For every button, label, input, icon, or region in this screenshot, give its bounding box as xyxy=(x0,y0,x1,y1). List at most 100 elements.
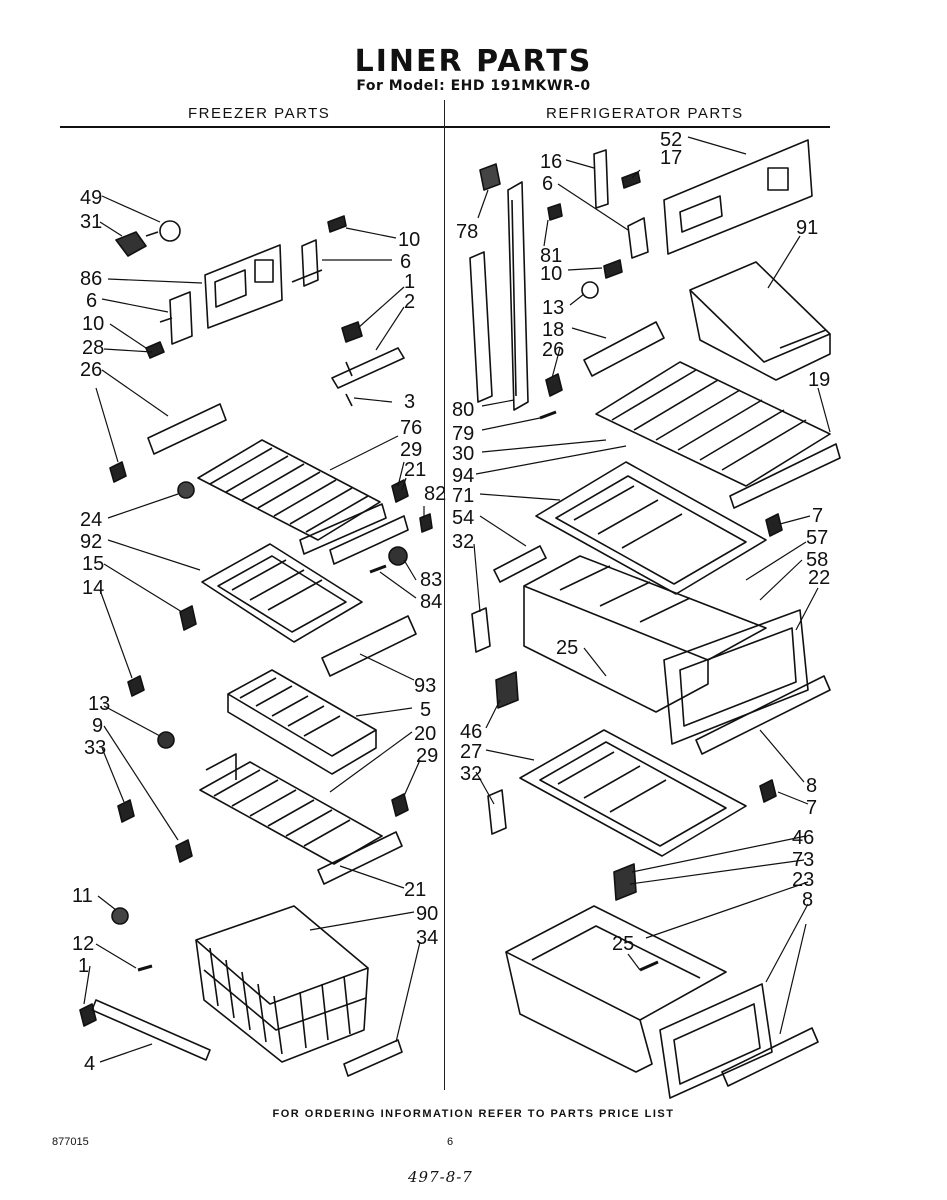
callout: 3 xyxy=(404,391,415,413)
rail-part xyxy=(695,675,831,755)
callout: 14 xyxy=(82,577,104,599)
callout: 32 xyxy=(460,763,482,785)
callout: 26 xyxy=(542,339,564,361)
callout: 18 xyxy=(542,319,564,341)
cap-part xyxy=(479,163,501,191)
cap-part xyxy=(127,675,145,697)
stop-part xyxy=(329,479,433,565)
wire-shelf-part xyxy=(595,361,841,509)
pin-part xyxy=(369,546,408,574)
callout: 11 xyxy=(72,885,93,907)
callout: 29 xyxy=(400,439,422,461)
shelf-channel-part xyxy=(321,615,417,677)
wire-shelf-part xyxy=(199,753,403,885)
stop-part xyxy=(759,513,783,803)
callout: 6 xyxy=(542,173,553,195)
column-divider xyxy=(444,100,445,1090)
ice-tray-part xyxy=(227,669,377,775)
callout: 6 xyxy=(86,290,97,312)
model-subtitle: For Model: EHD 191MKWR-0 xyxy=(356,78,591,94)
callout: 58 xyxy=(806,549,828,571)
callout: 92 xyxy=(80,531,102,553)
fastener-part xyxy=(117,731,193,863)
callout: 54 xyxy=(452,507,474,529)
callout: 81 xyxy=(540,245,562,267)
callout: 8 xyxy=(806,775,817,797)
callout: 73 xyxy=(792,849,814,871)
callout: 2 xyxy=(404,291,415,313)
callout: 91 xyxy=(796,217,818,239)
bracket-part xyxy=(159,291,193,345)
callout: 17 xyxy=(660,147,682,169)
crisper-drawer-part xyxy=(523,555,767,713)
callout: 33 xyxy=(84,737,106,759)
callout: 32 xyxy=(452,531,474,553)
callout: 34 xyxy=(416,927,438,949)
callout: 10 xyxy=(540,263,562,285)
callout: 78 xyxy=(456,221,478,243)
callout: 79 xyxy=(452,423,474,445)
callout: 12 xyxy=(72,933,94,955)
callout: 30 xyxy=(452,443,474,465)
rail-part xyxy=(91,999,211,1061)
callout: 16 xyxy=(540,151,562,173)
callout: 7 xyxy=(806,797,817,819)
callout-labels: 49 31 86 6 10 10 6 1 2 28 26 3 76 29 21 … xyxy=(72,129,830,1075)
callout: 52 xyxy=(660,129,682,151)
callout: 26 xyxy=(80,359,102,381)
clip-part xyxy=(179,605,197,631)
page-title: LINER PARTS xyxy=(354,44,593,79)
shelf-channel-part xyxy=(493,545,547,583)
callout: 19 xyxy=(808,369,830,391)
callout: 76 xyxy=(400,417,422,439)
hinge-part xyxy=(495,671,637,901)
callout: 27 xyxy=(460,741,482,763)
callout: 46 xyxy=(460,721,482,743)
document-number: 877015 xyxy=(52,1136,89,1148)
callout: 83 xyxy=(420,569,442,591)
drawer-front-part xyxy=(663,609,809,745)
roller-part xyxy=(177,481,195,499)
clip-part xyxy=(145,341,165,359)
callout: 20 xyxy=(414,723,436,745)
refrigerator-section-heading: REFRIGERATOR PARTS xyxy=(546,105,744,122)
rail-part xyxy=(343,1039,403,1077)
callout: 93 xyxy=(414,675,436,697)
callout: 57 xyxy=(806,527,828,549)
screw-part xyxy=(539,410,557,420)
callout: 13 xyxy=(542,297,564,319)
callout: 80 xyxy=(452,399,474,421)
vertical-rail-part xyxy=(469,181,529,411)
callout: 21 xyxy=(404,879,426,901)
clip-part xyxy=(545,373,563,397)
freezer-tray-part xyxy=(201,543,363,643)
callout: 23 xyxy=(792,869,814,891)
callout: 9 xyxy=(92,715,103,737)
page-number: 6 xyxy=(447,1136,454,1148)
callout: 10 xyxy=(82,313,104,335)
clip-part xyxy=(109,461,127,483)
shelf-channel-part xyxy=(583,321,665,377)
meat-pan-part xyxy=(505,905,727,1073)
drawer-front-part xyxy=(659,983,773,1099)
callout: 22 xyxy=(808,567,830,589)
glass-shelf-part xyxy=(535,461,767,595)
callout: 25 xyxy=(556,637,578,659)
callout: 13 xyxy=(88,693,110,715)
callout: 5 xyxy=(420,699,431,721)
glass-shelf-part xyxy=(519,729,747,857)
callout: 94 xyxy=(452,465,474,487)
callout: 84 xyxy=(420,591,442,613)
wire-basket-part xyxy=(195,905,369,1063)
callout: 25 xyxy=(612,933,634,955)
hinge-part xyxy=(331,321,405,407)
callout: 28 xyxy=(82,337,104,359)
bracket-part xyxy=(291,215,347,287)
fastener-part xyxy=(581,259,623,299)
callout: 71 xyxy=(452,485,474,507)
callout: 1 xyxy=(78,955,89,977)
control-housing-part xyxy=(663,139,813,255)
callout: 46 xyxy=(792,827,814,849)
rail-part xyxy=(721,1027,819,1087)
